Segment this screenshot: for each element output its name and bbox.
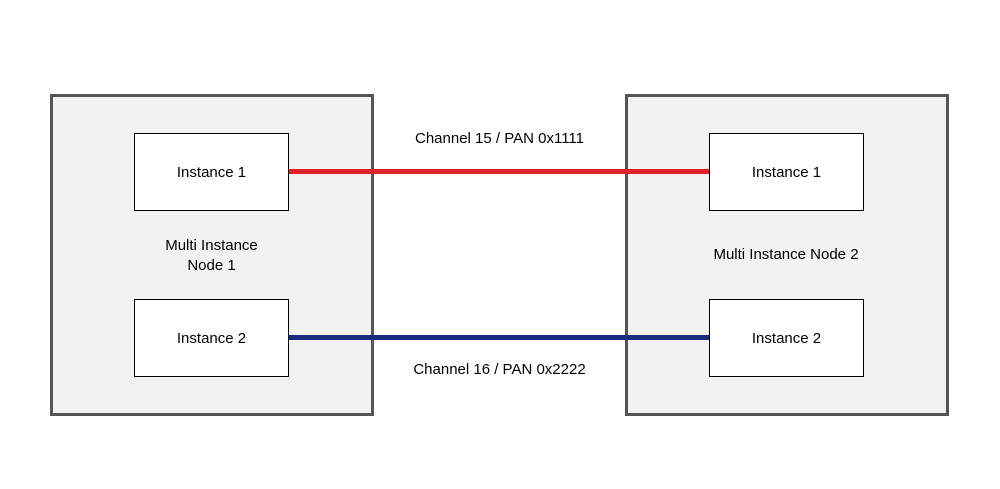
- node1-instance-2-box: Instance 2: [134, 299, 289, 377]
- channel-15-label: Channel 15 / PAN 0x1111: [415, 130, 584, 147]
- node2-instance-1-box: Instance 1: [709, 133, 864, 211]
- channel-16-label: Channel 16 / PAN 0x2222: [413, 361, 586, 378]
- node2-instance-2-label: Instance 2: [751, 329, 822, 347]
- channel-15-link: [289, 169, 709, 174]
- node1-title: Multi Instance Node 1: [134, 236, 289, 276]
- channel-16-link: [289, 335, 709, 340]
- node1-title-line1: Multi Instance: [165, 237, 258, 254]
- node2-title: Multi Instance Node 2: [713, 246, 859, 263]
- node1-instance-2-label: Instance 2: [176, 329, 247, 347]
- node2-instance-2-box: Instance 2: [709, 299, 864, 377]
- node1-title-line2: Node 1: [187, 257, 236, 274]
- node1-instance-1-label: Instance 1: [176, 163, 247, 181]
- node2-instance-1-label: Instance 1: [751, 163, 822, 181]
- node1-instance-1-box: Instance 1: [134, 133, 289, 211]
